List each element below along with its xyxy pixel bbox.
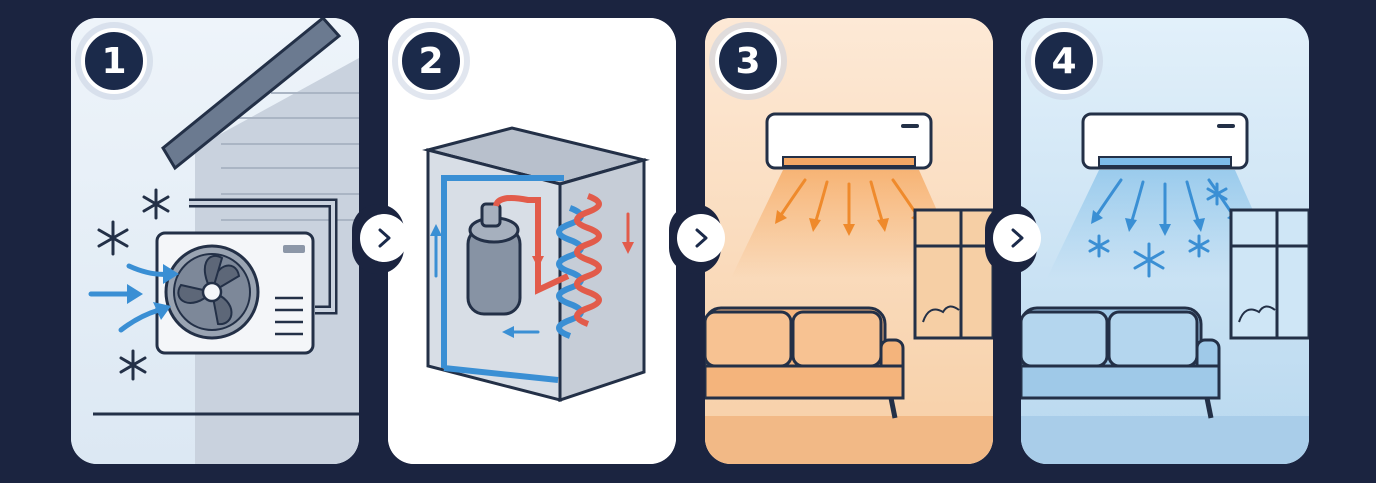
step-number-badge: 1 (81, 28, 147, 94)
warm-air-indoor-unit-icon (705, 18, 993, 464)
cool-air-indoor-unit-icon (1021, 18, 1309, 464)
step-connector-2-3 (669, 204, 725, 274)
step-panel-2: 2 (388, 18, 676, 464)
chevron-right-icon (360, 214, 408, 262)
step-panel-1: 1 (71, 18, 359, 464)
outdoor-unit-fan-icon (71, 18, 359, 464)
step-number-badge: 3 (715, 28, 781, 94)
compressor-coil-icon (388, 18, 676, 464)
step-number-badge: 2 (398, 28, 464, 94)
chevron-right-icon (993, 214, 1041, 262)
step-panel-4: 4 (1021, 18, 1309, 464)
step-connector-1-2 (352, 204, 408, 274)
step-panel-3: 3 (705, 18, 993, 464)
step-number-badge: 4 (1031, 28, 1097, 94)
chevron-right-icon (677, 214, 725, 262)
step-connector-3-4 (985, 204, 1041, 274)
